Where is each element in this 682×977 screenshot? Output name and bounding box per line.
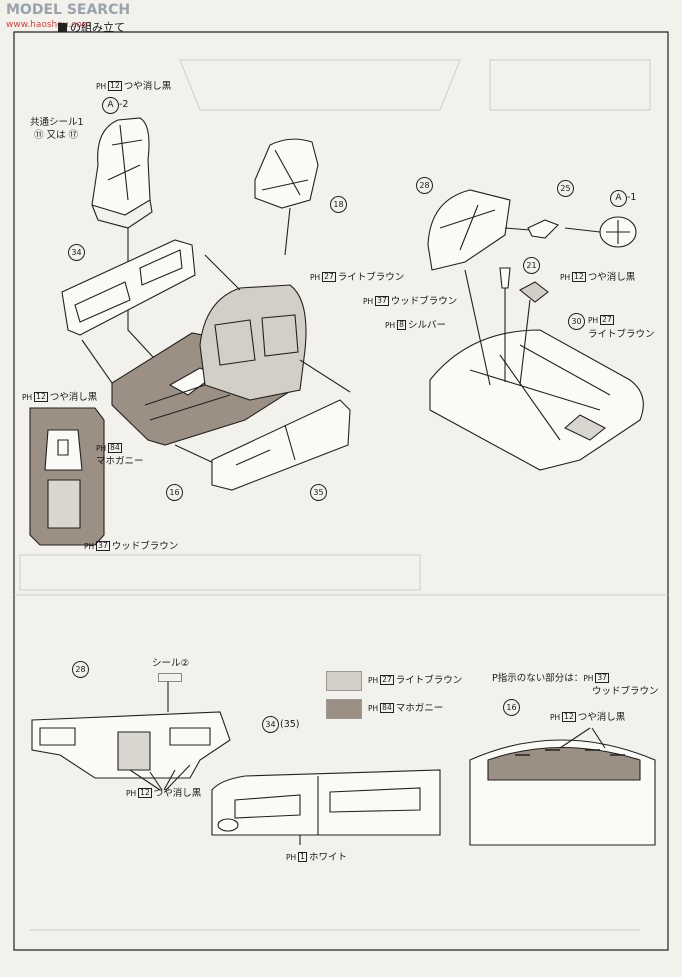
legend-swatch-light-brown	[326, 671, 362, 691]
floor-guide-left	[81, 339, 113, 384]
part-number-34: 34	[68, 244, 85, 261]
part-number-16-lower: 16	[503, 699, 520, 716]
seat-18-guide	[284, 207, 291, 256]
part-number-18: 18	[330, 196, 347, 213]
watermark-logo: MODEL SEARCH	[6, 2, 131, 18]
seal-common-options: ⑪ 又は ⑰	[34, 130, 79, 141]
part-letter-a: A	[102, 97, 119, 114]
knob-30-drawing	[519, 281, 549, 303]
step-marker-icon	[58, 23, 67, 32]
interior-guide-1	[464, 269, 491, 386]
steering-wheel-drawing	[599, 216, 637, 248]
rear-shelf-drawing	[469, 739, 656, 846]
floor-guide-bottom	[174, 444, 219, 466]
rear-seat-guide	[204, 254, 351, 393]
paint-console-mahogany-name: マホガニー	[96, 456, 144, 467]
section-title: の組み立て	[58, 22, 125, 33]
bleed-shape-right	[489, 59, 651, 111]
door-34-drawing	[61, 239, 196, 336]
seal-2-sticker	[158, 673, 182, 682]
part-number-25: 25	[557, 180, 574, 197]
part-25-drawing	[527, 219, 559, 239]
wheel-guide	[564, 227, 601, 233]
seal-2-label: シール②	[152, 658, 190, 669]
seal-common-1: 共通シール1	[30, 117, 84, 128]
dashboard-detail-drawing	[31, 711, 231, 779]
part-number-35: 35	[310, 484, 327, 501]
legend-default-color: ウッドブラウン	[592, 686, 659, 697]
dash-guide	[504, 227, 531, 231]
part-number-16: 16	[166, 484, 183, 501]
seat-18-drawing	[254, 138, 319, 209]
paint-knob-brown-name: ライトブラウン	[588, 329, 655, 340]
dash-leader-1	[129, 764, 191, 791]
part-number-28: 28	[416, 177, 433, 194]
legend-swatch-mahogany	[326, 699, 362, 719]
seat-part-ref: A-2	[102, 97, 128, 114]
rear-shelf-leader	[559, 727, 606, 749]
car-interior-drawing	[429, 329, 644, 471]
part-number-28-lower: 28	[72, 661, 89, 678]
part-letter-a: A	[610, 190, 627, 207]
rear-seat-drawing	[199, 284, 307, 401]
door-detail-drawing	[211, 769, 441, 836]
seat-a2-drawing	[91, 117, 153, 229]
part-number-35-lower: (35)	[280, 719, 300, 730]
part-number-30: 30	[568, 313, 585, 330]
wheel-part-ref: A-1	[610, 190, 636, 207]
part-number-34-lower: 34	[262, 716, 279, 733]
door-35-drawing	[211, 399, 351, 491]
interior-guide-3	[519, 299, 531, 386]
watermark-url: www.haoshou.com	[6, 20, 91, 30]
part-21-drawing	[499, 267, 511, 289]
bleed-shape-mid	[19, 554, 421, 591]
page-frame	[13, 31, 669, 951]
part-number-21: 21	[523, 257, 540, 274]
console-drawing	[29, 407, 105, 546]
dashboard-28-drawing	[427, 189, 511, 271]
bleed-shape-top	[179, 59, 461, 111]
